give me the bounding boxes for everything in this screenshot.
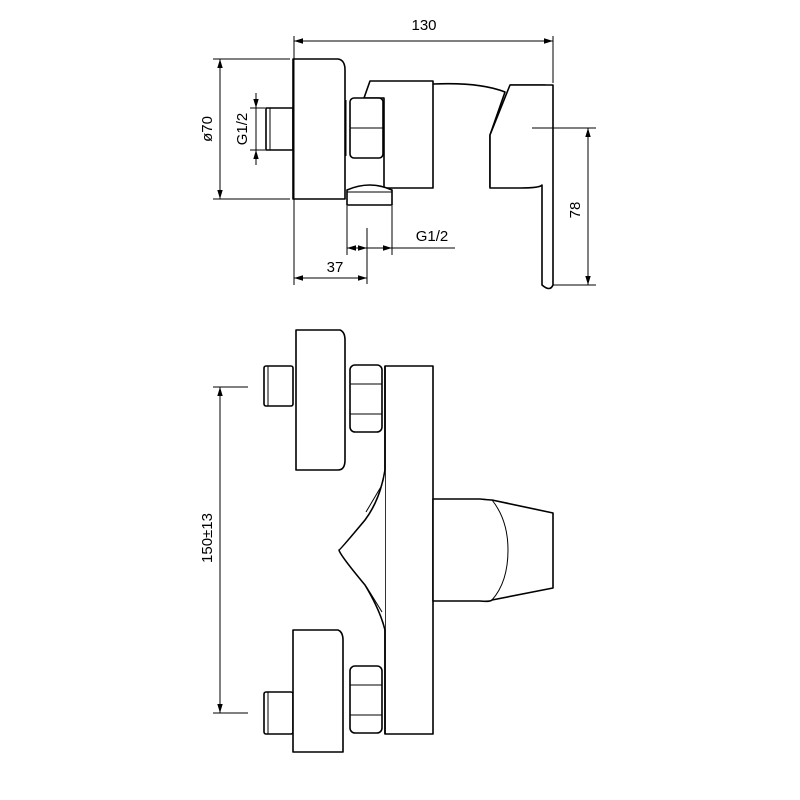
wall-flange [292, 58, 346, 200]
lower-wall-flange [292, 629, 344, 753]
upper-hex-nut [349, 364, 383, 433]
mixer-body [384, 365, 434, 735]
lever-handle [432, 498, 554, 603]
dimension-label-outlet-thread: G1/2 [416, 228, 449, 245]
top-view: 130 ø70 G1/2 G1/2 37 78 [199, 17, 596, 290]
dimension-label-inlet-thread: G1/2 [234, 113, 251, 146]
dimension-label-diameter: ø70 [199, 116, 216, 142]
upper-inlet-stem [263, 365, 294, 407]
dimension-label-130: 130 [411, 17, 436, 34]
dimension-label-37: 37 [327, 259, 344, 276]
outlet [346, 184, 393, 206]
lever [489, 84, 554, 290]
body-curve [338, 366, 386, 734]
lower-hex-nut [349, 665, 383, 734]
dimension-label-centre-distance: 150±13 [199, 513, 216, 563]
dimension-label-78: 78 [567, 202, 584, 219]
upper-wall-flange [295, 329, 346, 471]
front-view: 150±13 [199, 329, 554, 753]
